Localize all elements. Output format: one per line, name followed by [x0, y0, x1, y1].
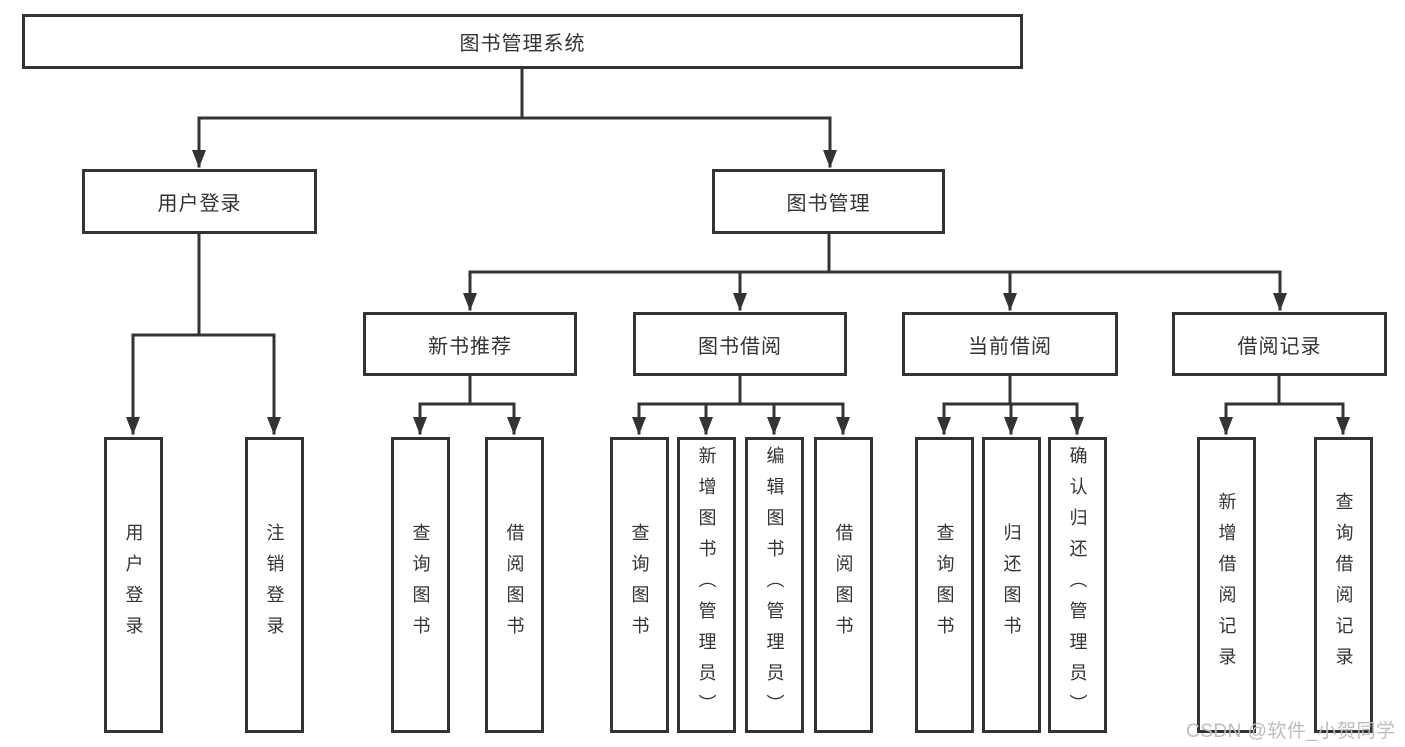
node-new-book-recommend: 新书推荐 [363, 312, 577, 376]
node-current-borrow: 当前借阅 [902, 312, 1118, 376]
leaf-user-login: 用户登录 [104, 437, 163, 733]
leaf-query-borrow-record: 查询借阅记录 [1314, 437, 1373, 733]
leaf-return-book: 归还图书 [982, 437, 1041, 733]
leaf-query-books: 查询图书 [391, 437, 450, 733]
node-root: 图书管理系统 [22, 14, 1023, 69]
leaf-add-borrow-record: 新增借阅记录 [1197, 437, 1256, 733]
watermark: CSDN @软件_小贺同学 [1186, 721, 1396, 742]
leaf-query-books: 查询图书 [915, 437, 974, 733]
leaf-borrow-books: 借阅图书 [814, 437, 873, 733]
leaf-add-book-admin: 新增图书（管理员） [677, 437, 736, 733]
node-user-login: 用户登录 [82, 169, 317, 234]
leaf-query-books: 查询图书 [610, 437, 669, 733]
node-book-borrow: 图书借阅 [633, 312, 847, 376]
leaf-confirm-return-admin: 确认归还（管理员） [1048, 437, 1107, 733]
leaf-edit-book-admin: 编辑图书（管理员） [745, 437, 804, 733]
leaf-logout: 注销登录 [245, 437, 304, 733]
node-borrow-records: 借阅记录 [1172, 312, 1387, 376]
leaf-borrow-books: 借阅图书 [485, 437, 544, 733]
node-book-management: 图书管理 [712, 169, 945, 234]
